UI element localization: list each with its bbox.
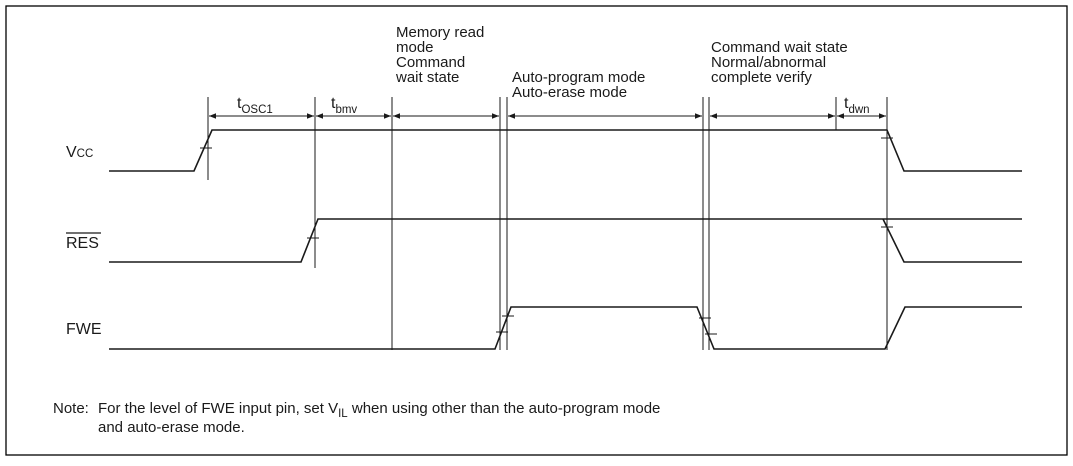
note-prefix: Note: xyxy=(53,400,89,417)
signal-label-fwe: FWE xyxy=(66,321,102,338)
fwe-waveform xyxy=(109,306,1022,350)
edge-tick-marks xyxy=(200,137,893,335)
res-waveform-main xyxy=(109,218,1022,263)
signal-label-res: RES xyxy=(66,235,99,252)
auto-program-mode-label: Auto-program mode Auto-erase mode xyxy=(512,69,650,101)
tosc1-label: tOSC1 xyxy=(237,95,273,116)
memory-read-mode-label: Memory read mode Command wait state xyxy=(395,24,489,86)
diagram-border xyxy=(5,5,1068,456)
vcc-waveform xyxy=(109,129,1022,172)
command-wait-state-label: Command wait state Normal/abnormal compl… xyxy=(711,39,852,86)
note-line-1: For the level of FWE input pin, set VIL … xyxy=(98,400,660,420)
note-line-2: and auto-erase mode. xyxy=(98,419,245,436)
timing-guide-lines xyxy=(207,97,888,350)
signal-label-vcc: VCC xyxy=(66,144,93,161)
res-waveform-fall xyxy=(882,218,1022,263)
tbmv-label: tbmv xyxy=(331,95,357,116)
tdwn-label: tdwn xyxy=(844,95,870,116)
